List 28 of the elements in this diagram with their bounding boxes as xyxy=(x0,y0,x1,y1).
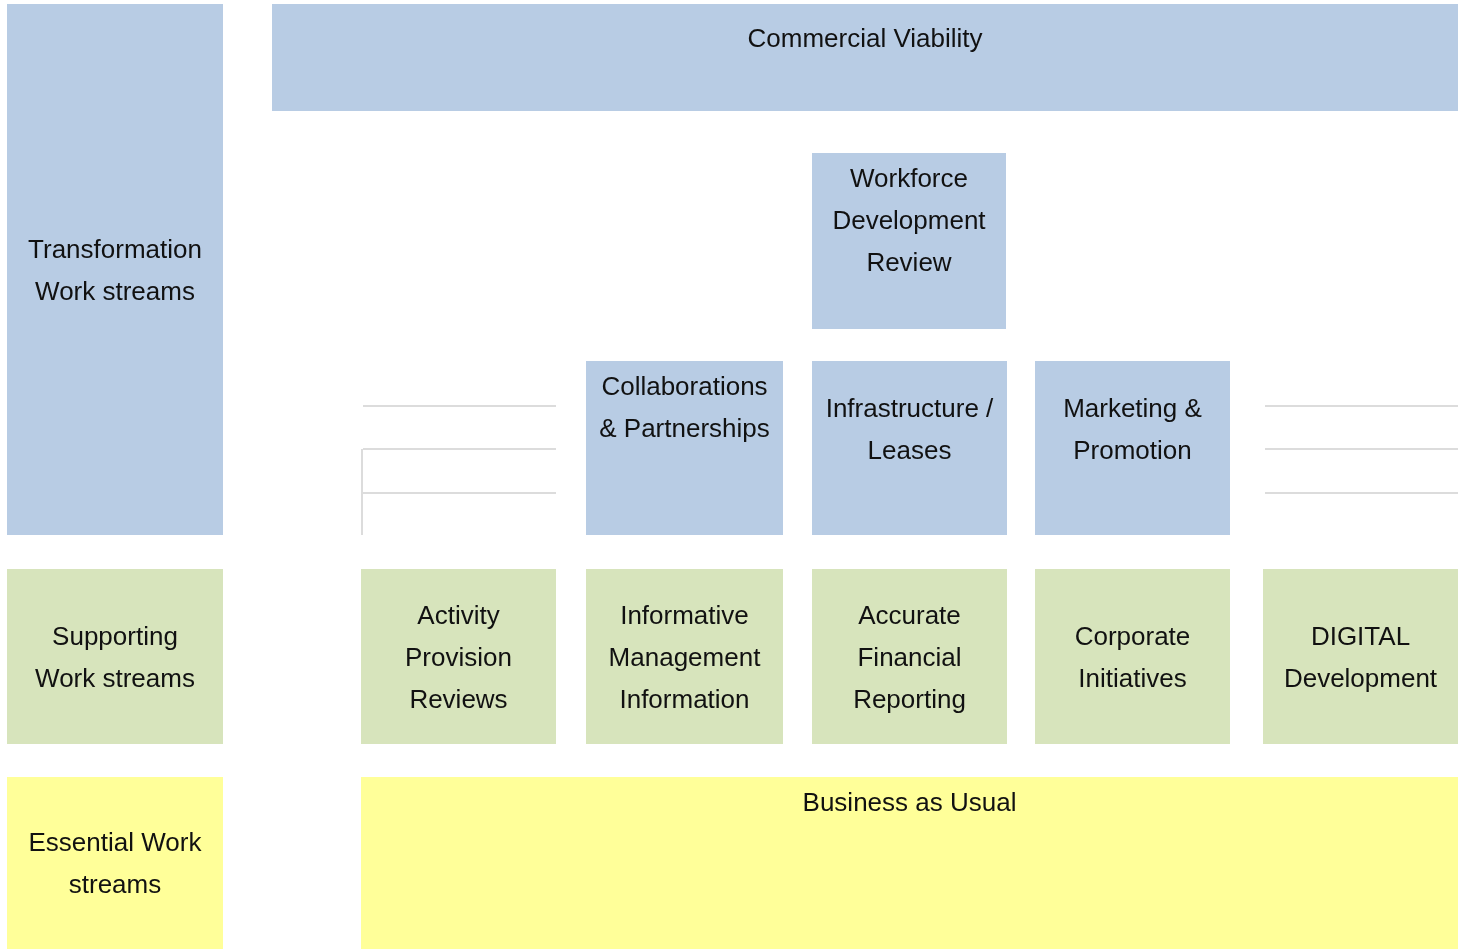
stream-box xyxy=(1035,361,1230,535)
stream-box xyxy=(812,153,1006,329)
box-label: Infrastructure / Leases xyxy=(824,392,995,467)
stream-box xyxy=(586,569,783,744)
box-label: Transformation Work streams xyxy=(27,232,203,308)
box-label: Informative Management Information xyxy=(607,598,762,716)
box-label: DIGITAL Development xyxy=(1282,619,1439,695)
box-label: Commercial Viability xyxy=(747,22,983,55)
row-heading xyxy=(7,569,223,744)
stream-box xyxy=(1263,569,1458,744)
box-label: Workforce Development Review xyxy=(831,162,987,279)
box-label: Supporting Work streams xyxy=(34,619,196,695)
stream-box xyxy=(812,569,1007,744)
stream-box xyxy=(812,361,1007,535)
box-label: Marketing & Promotion xyxy=(1062,392,1203,467)
box-label: Collaborations & Partnerships xyxy=(598,370,771,445)
stream-box xyxy=(586,361,783,535)
stream-band xyxy=(272,4,1458,111)
box-label: Accurate Financial Reporting xyxy=(852,598,967,716)
row-heading xyxy=(7,4,223,535)
row-heading xyxy=(7,777,223,949)
stream-box xyxy=(1035,569,1230,744)
stream-band xyxy=(361,777,1458,949)
stream-box xyxy=(361,569,556,744)
box-label: Business as Usual xyxy=(802,786,1017,819)
box-label: Corporate Initiatives xyxy=(1073,619,1192,695)
box-label: Essential Work streams xyxy=(27,826,203,901)
box-label: Activity Provision Reviews xyxy=(404,598,513,716)
